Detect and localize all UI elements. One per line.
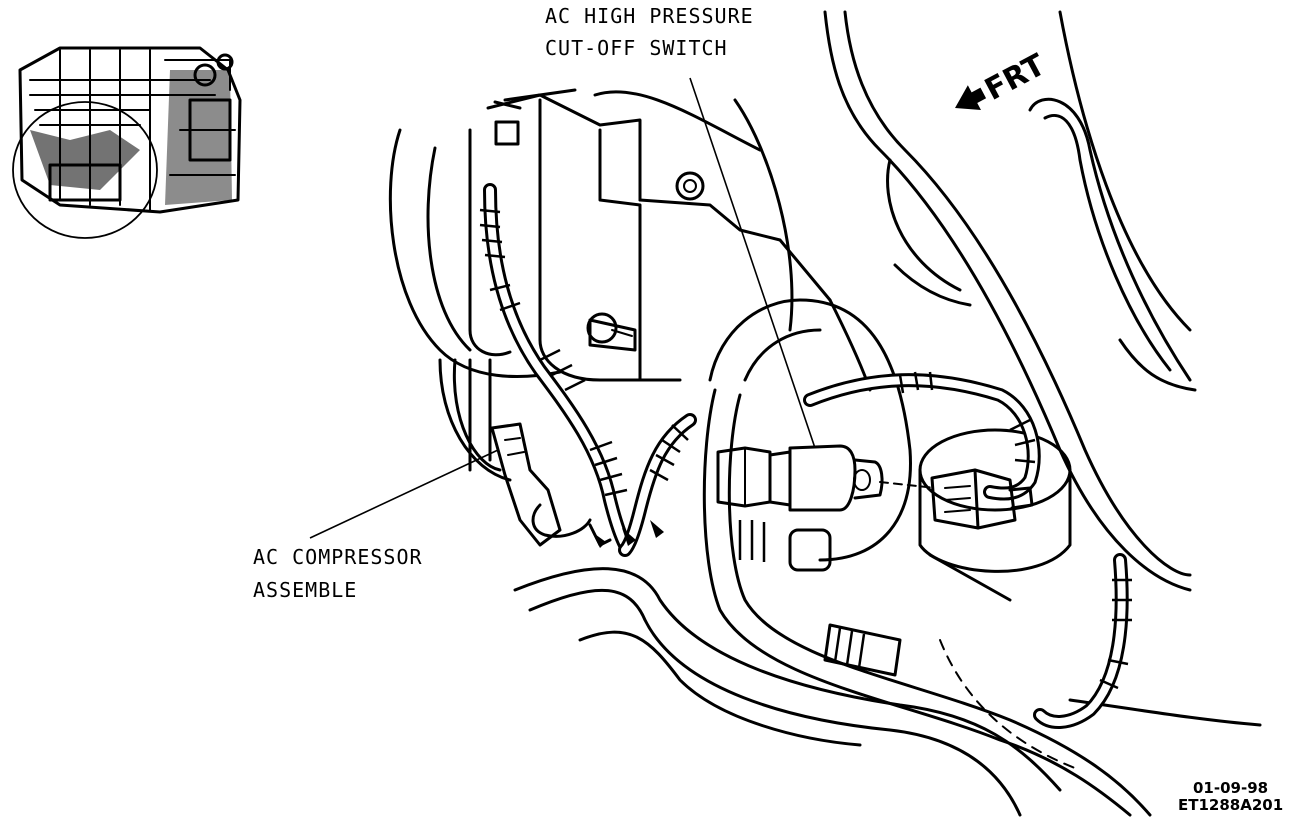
front-arrow-icon — [955, 85, 987, 111]
refrigerant-hoses — [513, 388, 1262, 817]
engine-housing-outlines — [388, 10, 1197, 602]
engine-locator-thumbnail — [12, 46, 242, 239]
reference-date: 01-09-98 — [1193, 779, 1268, 797]
switch-label-line-2: CUT-OFF SWITCH — [545, 36, 728, 60]
compressor-label-line-1: AC COMPRESSOR — [253, 545, 423, 569]
figure-reference: 01-09-98 ET1288A201 — [1178, 779, 1283, 814]
reference-code: ET1288A201 — [1178, 796, 1283, 814]
front-label: FRT — [979, 47, 1051, 108]
leader-lines — [309, 77, 816, 539]
front-direction-indicator: FRT — [955, 47, 1052, 111]
compressor-leader-line — [309, 449, 499, 539]
compressor-label-line-2: ASSEMBLE — [253, 578, 357, 602]
switch-label-line-1: AC HIGH PRESSURE — [545, 4, 754, 28]
ac-high-pressure-switch — [716, 444, 936, 512]
switch-connector — [930, 468, 1034, 530]
compressor-connector — [490, 422, 664, 548]
callout-labels: AC HIGH PRESSURE CUT-OFF SWITCH AC COMPR… — [253, 4, 754, 602]
wire-harness — [479, 183, 1132, 729]
switch-leader-line — [689, 77, 816, 449]
